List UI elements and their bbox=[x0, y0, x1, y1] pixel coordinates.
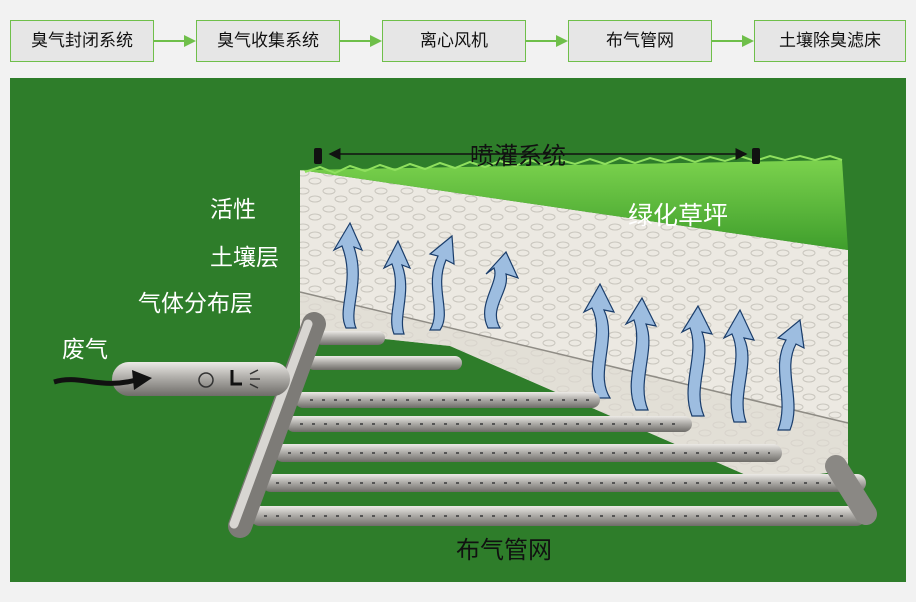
airflow-arrow bbox=[680, 304, 714, 417]
branch-pipe bbox=[250, 506, 866, 526]
pipe-network-label: 布气管网 bbox=[456, 536, 552, 564]
header-pipe-highlight bbox=[229, 319, 313, 529]
airflow-arrow bbox=[624, 296, 658, 411]
flow-arrow-1 bbox=[154, 35, 196, 47]
airflow-arrow bbox=[332, 221, 364, 329]
soil-biofilter-illustration: 喷灌系统 绿化草坪 活性 土壤层 气体分布层 废气 布气管网 bbox=[10, 78, 906, 582]
branch-pipe bbox=[295, 392, 600, 408]
header-pipe bbox=[228, 312, 326, 538]
spray-system-label: 喷灌系统 bbox=[470, 142, 566, 170]
active-soil-label-line2: 土壤层 bbox=[210, 245, 279, 271]
sprinkler-head-right bbox=[752, 148, 760, 164]
flow-step-soil-biofilter: 土壤除臭滤床 bbox=[754, 20, 906, 62]
flow-step-centrifugal-fan: 离心风机 bbox=[382, 20, 526, 62]
branch-pipe bbox=[307, 356, 462, 370]
gauge-icon bbox=[198, 372, 214, 388]
flow-arrow-2 bbox=[340, 35, 382, 47]
end-cap-pipe bbox=[825, 455, 877, 525]
waste-gas-arrow bbox=[53, 377, 137, 386]
airflow-arrow bbox=[484, 250, 520, 329]
flow-step-odor-enclosure: 臭气封闭系统 bbox=[10, 20, 154, 62]
waste-gas-label: 废气 bbox=[62, 337, 108, 363]
airflow-arrow bbox=[428, 234, 455, 331]
airflow-arrow bbox=[582, 282, 616, 399]
waste-gas-arrowhead bbox=[132, 370, 152, 390]
inlet-pipe bbox=[112, 362, 290, 396]
branch-pipe bbox=[315, 331, 385, 345]
airflow-arrow bbox=[722, 308, 756, 423]
airflow-arrow bbox=[776, 318, 805, 431]
flow-step-odor-collection: 臭气收集系统 bbox=[196, 20, 340, 62]
flow-arrow-4 bbox=[712, 35, 754, 47]
gas-distribution-layer bbox=[300, 292, 848, 482]
green-lawn-label: 绿化草坪 bbox=[628, 201, 729, 230]
airflow-arrow bbox=[382, 239, 412, 335]
flow-arrow-3 bbox=[526, 35, 568, 47]
sprinkler-head-left bbox=[314, 148, 322, 164]
active-soil-label-line1: 活性 bbox=[210, 197, 256, 223]
process-flow: 臭气封闭系统 臭气收集系统 离心风机 布气管网 土壤除臭滤床 bbox=[0, 0, 916, 70]
airflow-arrows bbox=[332, 221, 805, 431]
layer-boundary bbox=[299, 291, 849, 424]
biofilter-drawing bbox=[53, 148, 877, 538]
branch-pipe bbox=[286, 416, 692, 432]
flow-step-gas-distribution: 布气管网 bbox=[568, 20, 712, 62]
outflow-icon bbox=[249, 369, 260, 389]
gas-distribution-layer-label: 气体分布层 bbox=[138, 291, 253, 317]
green-lawn bbox=[300, 160, 848, 250]
pipe-network bbox=[112, 312, 877, 538]
valve-icon bbox=[230, 370, 242, 386]
